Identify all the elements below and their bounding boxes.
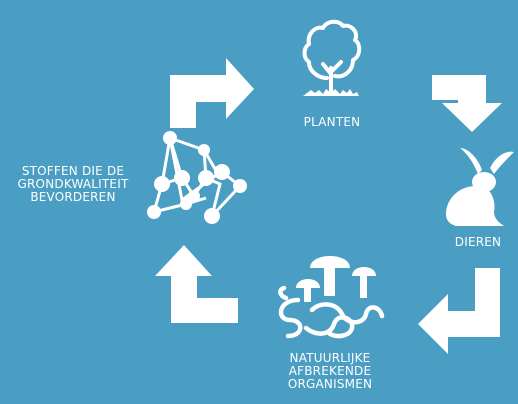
decomposers-label: NATUURLIJKE AFBREKENDE ORGANISMEN <box>287 351 373 391</box>
arrow-to-substances <box>155 245 238 323</box>
substances-label: STOFFEN DIE DE GRONDKWALITEIT BEVORDEREN <box>17 164 129 204</box>
plants-label: PLANTEN <box>303 115 361 129</box>
animals-label: DIEREN <box>454 235 502 249</box>
arrow-to-plants <box>170 58 254 128</box>
tree-icon <box>302 19 362 96</box>
arrow-to-animals <box>432 75 502 132</box>
arrow-to-decomposers <box>418 268 500 354</box>
molecule-network-icon <box>147 131 247 224</box>
rabbit-icon <box>446 148 514 226</box>
mushrooms-worms-icon <box>278 256 385 339</box>
